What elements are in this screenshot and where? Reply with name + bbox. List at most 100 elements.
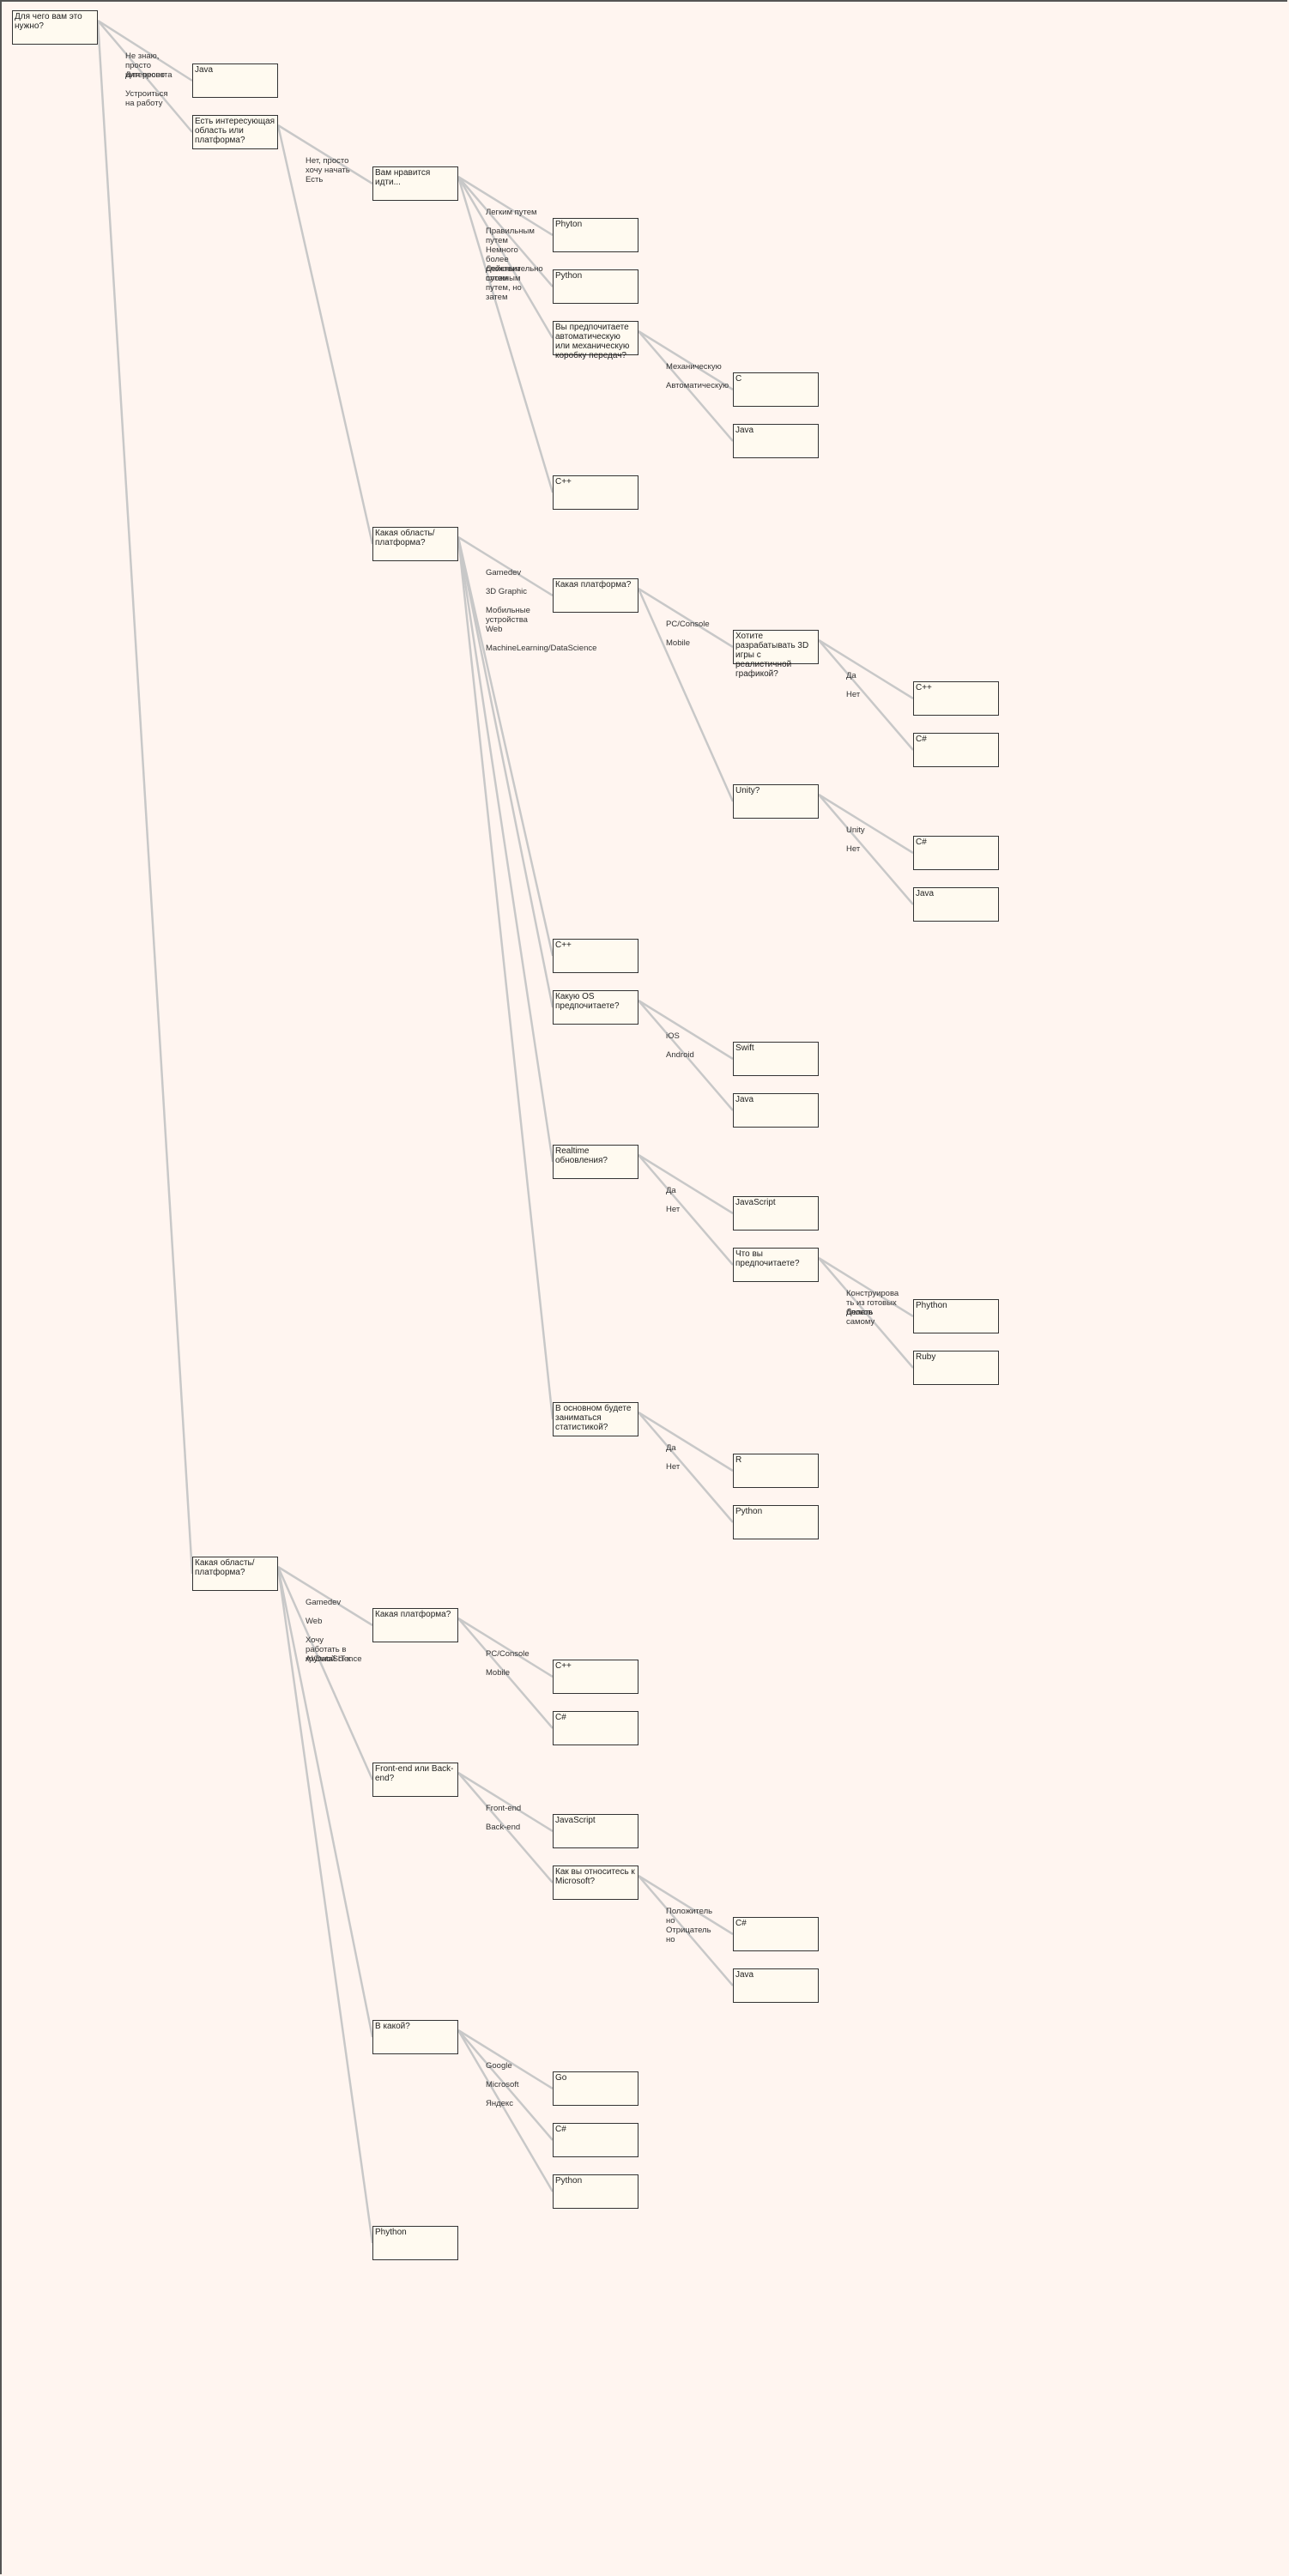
node-n-cs3[interactable]: C# — [553, 1711, 638, 1745]
edge-label: Отрицатель но — [666, 1926, 711, 1944]
node-n-go[interactable]: Go — [553, 2071, 638, 2106]
node-n-cs2[interactable]: C# — [913, 836, 999, 870]
connector-n_idea-n_cpp1 — [457, 176, 554, 493]
connector-n_which-n_cs5 — [457, 2029, 554, 2141]
connector-n_stat-n_r — [638, 1411, 734, 1472]
connector-n_frontback-n_js2 — [457, 1771, 554, 1833]
node-n-swift[interactable]: Swift — [733, 1042, 819, 1076]
edge-label: 3D Graphic — [486, 587, 528, 596]
edge-label: Нет, просто хочу начать — [306, 156, 350, 175]
node-n-cpp3[interactable]: C++ — [553, 939, 638, 973]
node-n-python2[interactable]: Python — [733, 1505, 819, 1539]
connector-n_os-n_swift — [638, 999, 734, 1061]
edge-label: Нет — [666, 1462, 681, 1472]
edge-label: AI/DataScience — [306, 1654, 362, 1664]
node-n-cpp2[interactable]: C++ — [913, 681, 999, 716]
edge-label: Web — [306, 1617, 323, 1626]
node-n-python3[interactable]: Python — [553, 2174, 638, 2209]
node-n-cs5[interactable]: C# — [553, 2123, 638, 2157]
node-n-java1[interactable]: Java — [733, 424, 819, 458]
edge-label: Немного более сложным путем — [486, 245, 521, 283]
node-n-python1[interactable]: Python — [553, 269, 638, 304]
connector-n_idea-n_phyton — [457, 175, 554, 237]
edge-label: Яндекс — [486, 2099, 513, 2108]
node-n-area1[interactable]: Есть интересующая область или платформа? — [192, 115, 278, 149]
node-n-3d[interactable]: Хотите разрабатывать 3D игры с реалистич… — [733, 630, 819, 679]
edge-label: Делать самому — [846, 1308, 875, 1327]
edge-label: Gamedev — [306, 1598, 342, 1607]
edge-label: Устроиться на работу — [125, 89, 168, 108]
node-n-java3[interactable]: Java — [733, 1093, 819, 1128]
edge-label: Google — [486, 2061, 512, 2071]
edge-label: Правильным путем — [486, 227, 535, 245]
edge-label: Unity — [846, 825, 865, 835]
connector-n_area2-n_realtime — [457, 536, 554, 1163]
node-n-os[interactable]: Какую OS предпочитаете? — [553, 990, 638, 1025]
node-n-stat[interactable]: В основном будете заниматься статистикой… — [553, 1402, 638, 1436]
node-n-cpp1[interactable]: C++ — [553, 475, 638, 510]
node-n-which[interactable]: В какой? — [372, 2020, 458, 2054]
edge-label: PC/Console — [666, 620, 710, 629]
connector-n_platform2-n_cs3 — [457, 1618, 554, 1729]
edge-label: Нет — [846, 844, 861, 854]
connector-n_frontback-n_ms — [457, 1772, 554, 1884]
node-n-js2[interactable]: JavaScript — [553, 1814, 638, 1848]
node-n-phython1[interactable]: Phython — [913, 1299, 999, 1333]
node-n-java0[interactable]: Java — [192, 63, 278, 98]
node-n-phyton[interactable]: Phyton — [553, 218, 638, 252]
node-n-phython2[interactable]: Phython — [372, 2226, 458, 2260]
edge-label: Конструирова ть из готовых блоков — [846, 1289, 899, 1317]
connector-n_unity-n_cs2 — [818, 793, 914, 855]
node-n-c[interactable]: C — [733, 372, 819, 407]
connector-n_which-n_go — [457, 2029, 554, 2090]
connector-n_idea-n_prefer — [457, 176, 554, 339]
connector-n_area1-n_idea — [277, 124, 373, 185]
node-n-frontback[interactable]: Front-end или Back-end? — [372, 1763, 458, 1797]
connector-n_prefer-n_java1 — [638, 330, 734, 442]
connector-n_area2-n_platform1 — [457, 535, 554, 597]
node-n-what[interactable]: Что вы предпочитаете? — [733, 1248, 819, 1282]
edge-label: Действительно сложным путем, но затем — [486, 264, 543, 302]
connector-n_3d-n_cpp2 — [818, 638, 914, 700]
node-n-prefer[interactable]: Вы предпочитаете автоматическую или меха… — [553, 321, 638, 360]
edge-label: iOS — [666, 1031, 680, 1041]
node-n-r[interactable]: R — [733, 1454, 819, 1488]
node-n-platform2[interactable]: Какая платформа? — [372, 1608, 458, 1642]
node-n-cs1[interactable]: C# — [913, 733, 999, 767]
edge-label: Есть — [306, 175, 324, 184]
edge-label: Back-end — [486, 1823, 521, 1832]
connector-n_what-n_ruby — [818, 1257, 914, 1369]
connector-n_area3-n_phython2 — [276, 1566, 374, 2244]
connector-n_what-n_phython1 — [818, 1256, 914, 1318]
node-n-java4[interactable]: Java — [733, 1968, 819, 2003]
connector-n_area2-n_stat — [457, 536, 554, 1420]
connector-n_os-n_java3 — [638, 1000, 734, 1111]
node-n-area3[interactable]: Какая область/платформа? — [192, 1557, 278, 1591]
node-n-ruby[interactable]: Ruby — [913, 1351, 999, 1385]
node-root[interactable]: Для чего вам это нужно? — [12, 10, 98, 45]
edge-label: Не знаю, просто интересно — [125, 51, 165, 80]
node-n-area2[interactable]: Какая область/платформа? — [372, 527, 458, 561]
node-n-idea[interactable]: Вам нравится идти... — [372, 166, 458, 201]
connector-n_idea-n_python1 — [457, 176, 554, 287]
connector-n_area1-n_area2 — [276, 124, 374, 545]
node-n-platform1[interactable]: Какая платформа? — [553, 578, 638, 613]
edge-label: Да — [666, 1443, 676, 1453]
connector-n_area3-n_which — [276, 1566, 374, 2038]
edge-label: PC/Console — [486, 1649, 530, 1659]
node-n-java2[interactable]: Java — [913, 887, 999, 922]
node-n-cs4[interactable]: C# — [733, 1917, 819, 1951]
connector-n_3d-n_cs1 — [818, 639, 914, 751]
connector-n_platform1-n_3d — [638, 587, 734, 649]
node-n-unity[interactable]: Unity? — [733, 784, 819, 819]
edge-label: Web — [486, 625, 503, 634]
connector-n_which-n_python3 — [457, 2029, 554, 2192]
node-n-js1[interactable]: JavaScript — [733, 1196, 819, 1231]
node-n-realtime[interactable]: Realtime обновления? — [553, 1145, 638, 1179]
connector-root-n_area3 — [96, 20, 194, 1575]
node-n-cpp4[interactable]: C++ — [553, 1660, 638, 1694]
edge-label: Для проекта — [125, 70, 172, 80]
edge-label: Mobile — [486, 1668, 510, 1678]
node-n-ms[interactable]: Как вы относитесь к Microsoft? — [553, 1865, 638, 1900]
